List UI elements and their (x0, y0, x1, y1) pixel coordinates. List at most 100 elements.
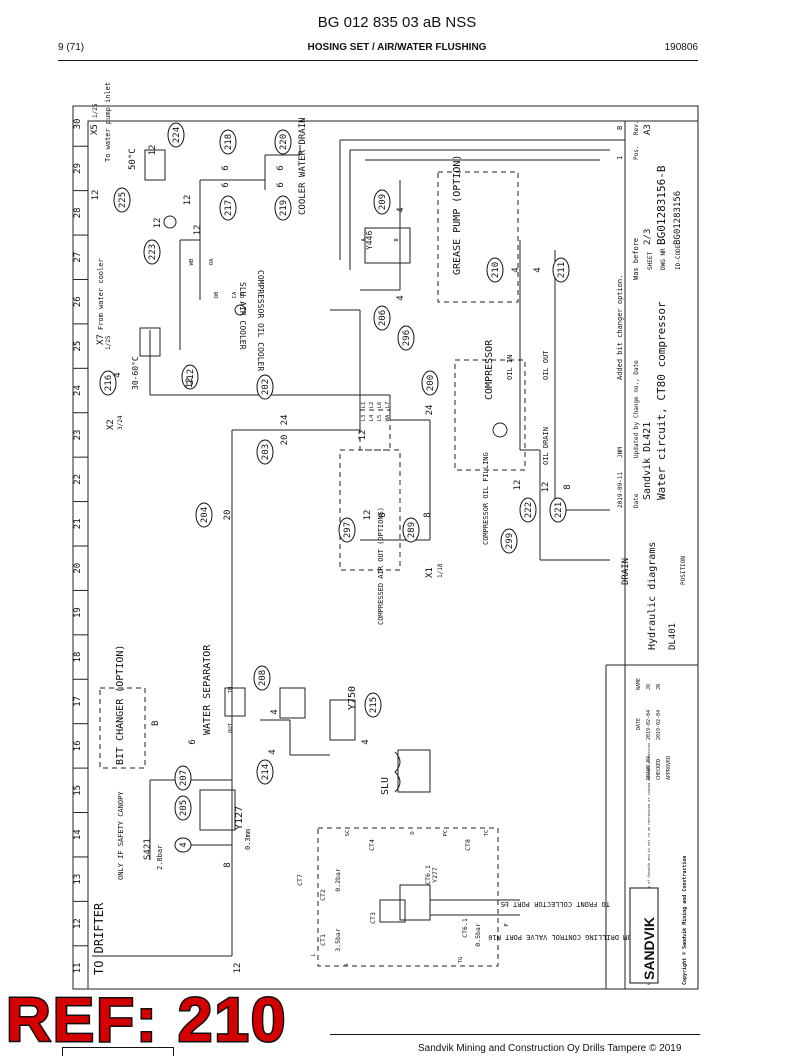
reference-number: 4 (179, 842, 189, 847)
tb-id-code: BG01283156 (673, 191, 683, 245)
tb-id-label: ID-CODE (675, 244, 682, 270)
hose-size: 4 (396, 295, 406, 300)
slu-label: SLU (380, 777, 391, 795)
reference-balloon (99, 370, 117, 396)
ct-label: CT2 (319, 889, 327, 901)
reference-balloon (373, 189, 391, 215)
y127-label: Y127 (234, 806, 245, 830)
hose-size: 12 (185, 378, 195, 389)
tb-history-rev: 1 (616, 156, 624, 160)
only-if-safety-label: ONLY IF SAFETY CANOPY (117, 791, 125, 880)
reference-balloon (549, 497, 567, 523)
reference-number: 225 (118, 192, 128, 208)
front-collector-label: TO FRONT COLLECTOR PORT LS (500, 900, 610, 908)
reference-balloon (274, 195, 292, 221)
oil-in-label: OIL IN (506, 355, 514, 380)
grid-number: 13 (73, 874, 83, 885)
port-label: L7 (385, 402, 391, 409)
water-pump-inlet-label: To water pump inlet (104, 82, 112, 162)
hose-size: 4 (113, 372, 123, 377)
slu-air-cooler-label: SLU AIR COOLER (238, 282, 247, 350)
tb-dwg-label: DWG NR (660, 248, 667, 270)
tb-notice: NOTICE: This document is the exclusive p… (647, 743, 651, 985)
y127-pressure: 0.3mm (244, 829, 252, 850)
grid-number: 18 (73, 652, 83, 663)
tb-checked-date: 2019-02-04 (656, 710, 662, 740)
reference-number: 200 (426, 375, 436, 391)
port-label: OA (209, 258, 215, 265)
hose-size: 6 (188, 739, 198, 744)
reference-balloon (219, 129, 237, 155)
hose-size: 12 (363, 510, 373, 521)
bit-changer-tag: B (151, 721, 161, 726)
port-label: A (361, 238, 367, 242)
tb-date-label: DATE (636, 718, 642, 730)
hose-size: 6 (221, 182, 231, 187)
sandvik-logo: SANDVIK (641, 917, 657, 980)
reference-number: 217 (224, 200, 234, 216)
y750-label: Y750 (347, 686, 358, 710)
tb-checked: CHECKED (656, 759, 662, 780)
drain-label: DRAIN (621, 558, 631, 585)
grid-number: 30 (73, 119, 83, 130)
reference-number: 299 (505, 533, 515, 549)
reference-number: 214 (261, 764, 271, 780)
hose-size: 24 (425, 405, 435, 416)
temp-30-60-label: 30-60°C (131, 356, 140, 390)
tb-col-pos: Pos. (633, 146, 640, 160)
reference-number: 212 (186, 369, 196, 385)
reference-balloon (256, 759, 274, 785)
reference-number: 223 (148, 244, 158, 260)
reference-balloon (181, 364, 199, 390)
port-label: B (394, 238, 400, 242)
compressed-air-out-label: COMPRESSED AIR OUT (OPTIONS) (377, 507, 385, 625)
x5-sub: 1/25 (92, 103, 99, 118)
grid-number: 19 (73, 607, 83, 618)
hose-size: 12 (91, 190, 101, 201)
tb-size: A3 (643, 124, 653, 135)
temp-50-label: 50°C (128, 148, 138, 170)
reference-balloon (219, 195, 237, 221)
hose-size: 4 (533, 267, 543, 272)
grid-number: 22 (73, 474, 83, 485)
reference-balloon (256, 439, 274, 465)
bit-changer-label: BIT CHANGER (OPTION) (115, 645, 126, 765)
tb-sheet-label: SHEET (647, 252, 654, 270)
grid-number: 12 (73, 918, 83, 929)
reference-balloon (402, 517, 420, 543)
grid-number: 11 (73, 963, 83, 974)
tb-history-pos: B (616, 126, 624, 130)
tb-copyright: Copyright © Sandvik Mining and Construct… (682, 856, 688, 985)
port-label: L3 (361, 415, 367, 422)
hose-size: 4 (511, 267, 521, 272)
reference-balloon (519, 497, 537, 523)
ct-pressure: 0.2bar (334, 868, 342, 892)
hose-size: 8 (378, 512, 388, 517)
reference-balloon (174, 837, 192, 853)
grid-number: 26 (73, 296, 83, 307)
page-number: 9 (71) (58, 42, 85, 53)
grid-number: 27 (73, 252, 83, 263)
reference-number: 221 (554, 502, 564, 518)
reference-number: 211 (557, 262, 567, 278)
x2-sub: 3/24 (117, 415, 124, 430)
hose-size: 8 (563, 484, 573, 489)
reference-number: 203 (261, 444, 271, 460)
reference-balloon (338, 517, 356, 543)
hose-size: 20 (280, 435, 290, 446)
port-label: L4 (369, 414, 375, 421)
tb-col-change: Change no., Date (633, 360, 640, 418)
ref-label: REF: 210 (4, 985, 288, 1056)
tb-position: POSITION (680, 556, 687, 585)
reference-number: 220 (279, 134, 289, 150)
ct-label: Y277 (431, 867, 439, 883)
hose-size: 12 (541, 482, 551, 493)
reference-number: 206 (378, 310, 388, 326)
tb-drawn-by: DRAWN BY (646, 756, 652, 780)
hose-size: 8 (223, 862, 233, 867)
hose-size: 6 (276, 165, 286, 170)
tb-was-before: Was before (632, 238, 640, 280)
ct-label: CT6.1 (424, 865, 432, 885)
water-cooler-label: From water cooler (97, 258, 105, 330)
tb-approved: APPROVED (666, 756, 672, 780)
